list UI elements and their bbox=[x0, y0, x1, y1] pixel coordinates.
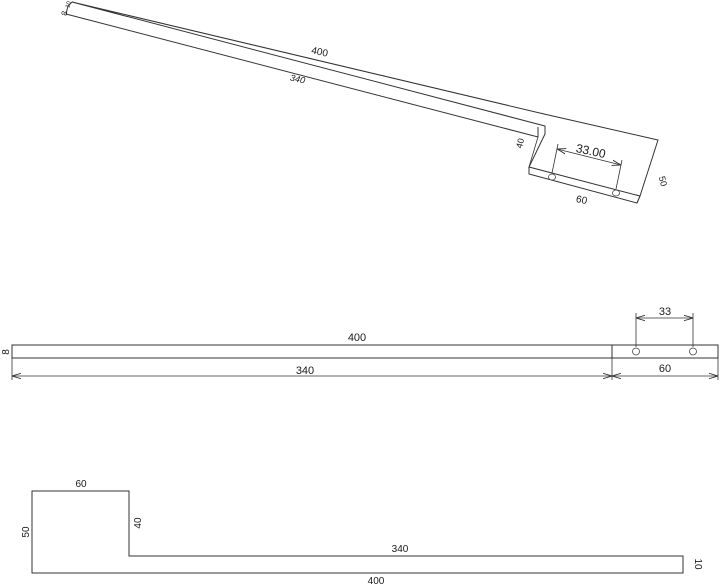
top-view-dim-thickness-label: 8 bbox=[1, 349, 12, 355]
iso-dim-thickness-label: 8 bbox=[60, 10, 70, 17]
iso-hole-left bbox=[548, 173, 556, 181]
top-view-dim-tab-width-label: 60 bbox=[659, 363, 671, 375]
front-view: 60 50 40 340 10 400 bbox=[21, 479, 703, 586]
front-view-dim-long-section-label: 340 bbox=[392, 544, 409, 555]
front-view-dim-end-height-label: 10 bbox=[692, 558, 703, 570]
top-view: 33 400 8 340 60 bbox=[1, 306, 719, 380]
top-view-dim-hole-spacing-label: 33 bbox=[659, 306, 671, 318]
top-view-hole-left bbox=[632, 347, 640, 356]
front-view-dim-total-length-label: 400 bbox=[368, 576, 385, 586]
iso-dim-tab-height-label: 50 bbox=[657, 175, 669, 187]
iso-dim-step-height-label: 40 bbox=[514, 137, 526, 149]
front-view-dim-tab-height-label: 50 bbox=[21, 526, 32, 538]
iso-dim-length-bottom-label: 340 bbox=[289, 73, 306, 86]
isometric-view: 33.00 400 340 8 10 40 60 50 bbox=[60, 0, 669, 207]
iso-tab-corner bbox=[636, 195, 641, 204]
iso-dim-hole-ext-left bbox=[551, 143, 559, 174]
iso-dim-tab-width-label: 60 bbox=[575, 194, 589, 207]
top-view-hole-right bbox=[689, 347, 697, 356]
iso-dim-hole-spacing-label: 33.00 bbox=[575, 141, 608, 161]
front-view-outline bbox=[31, 490, 684, 574]
front-view-dim-step-height-label: 40 bbox=[133, 517, 144, 529]
top-view-dim-long-section-label: 340 bbox=[296, 365, 314, 377]
iso-dim-length-top-label: 400 bbox=[310, 45, 329, 59]
iso-dim-height-small-label: 10 bbox=[65, 0, 73, 9]
iso-dim-hole-line bbox=[557, 149, 621, 165]
front-view-dim-tab-width-label: 60 bbox=[75, 479, 87, 490]
top-view-bar bbox=[11, 344, 719, 359]
iso-hole-right bbox=[612, 189, 620, 197]
top-view-dim-total-length-label: 400 bbox=[348, 332, 366, 344]
iso-top-face bbox=[65, 1, 73, 15]
iso-outline bbox=[71, 1, 659, 197]
iso-step-edge bbox=[528, 136, 539, 168]
